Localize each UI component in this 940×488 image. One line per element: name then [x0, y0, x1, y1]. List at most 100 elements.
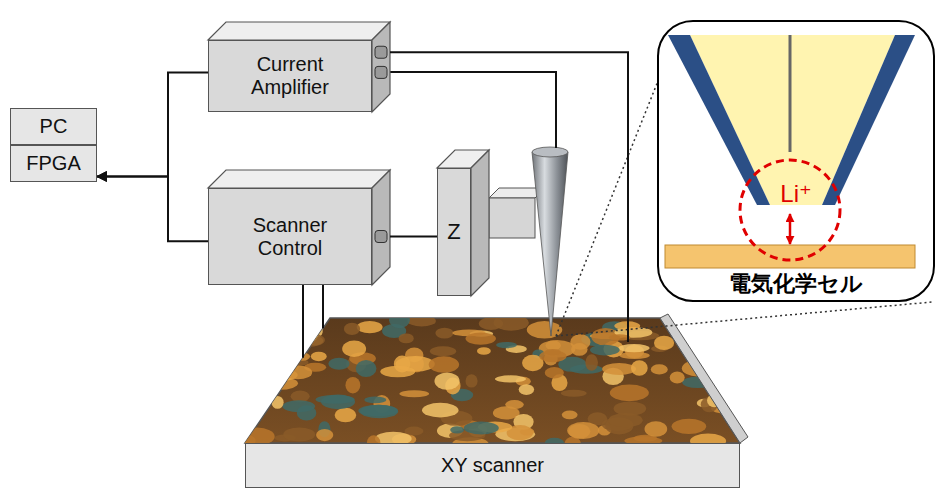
surface-grain [713, 350, 737, 358]
surface-grain [345, 377, 360, 393]
surface-grain [335, 408, 357, 422]
signal-wire [302, 285, 304, 358]
surface-grain [237, 405, 256, 412]
surface-grain [496, 342, 517, 348]
controller-box: Scanner Control [208, 188, 372, 285]
surface-grain [266, 326, 283, 336]
surface-grain [399, 390, 429, 397]
surface-grain [430, 346, 456, 356]
xy-scanner-box: XY scanner [245, 443, 740, 488]
surface-grain [567, 422, 599, 439]
surface-grain [651, 364, 668, 374]
surface-grain [614, 401, 647, 415]
inset-cell: Li⁺ 電気化学セル [657, 20, 935, 302]
surface-grain [610, 384, 649, 401]
surface-grain [422, 403, 458, 418]
box-label: PC [40, 115, 68, 138]
surface-grain [246, 380, 269, 388]
signal-wire [322, 285, 324, 328]
surface-grain [274, 335, 303, 345]
box-label: Scanner Control [225, 214, 355, 260]
box-label: Current Amplifier [225, 53, 355, 99]
surface-grain [228, 348, 253, 363]
device-box: FPGA [10, 145, 97, 182]
surface-grain [316, 429, 333, 441]
surface-grain [545, 367, 564, 378]
surface-grain [602, 363, 636, 375]
cell-label: 電気化学セル [659, 271, 933, 296]
surface-grain [435, 328, 453, 339]
signal-wire [390, 52, 628, 342]
surface-grain [505, 400, 524, 409]
surface-grain [311, 352, 327, 362]
surface-grain [271, 396, 283, 409]
surface-grain [434, 372, 459, 389]
box-side-face [372, 170, 390, 285]
distance-arrow [789, 214, 792, 244]
box-top-face [208, 22, 390, 40]
surface-grain [429, 356, 459, 372]
box-side-face [471, 150, 489, 296]
surface-grain [241, 375, 269, 389]
surface-grain [672, 419, 707, 434]
surface-grain [342, 340, 366, 357]
box-label: Z [447, 219, 460, 244]
tip-wire [390, 72, 556, 148]
surface-grain [464, 422, 499, 435]
surface-grain [466, 374, 478, 387]
surface-grain [466, 332, 496, 344]
surface-grain [282, 329, 318, 345]
surface-grain [358, 405, 398, 417]
surface-grain [344, 323, 360, 335]
surface-grain [328, 358, 349, 370]
connector-port [375, 66, 387, 78]
surface-grain [240, 391, 269, 399]
surface-grain [290, 333, 325, 347]
surface-grain [631, 360, 648, 376]
electrode-wire [789, 35, 792, 152]
surface-grain [724, 330, 738, 346]
surface-grain [477, 347, 491, 354]
surface-grain [546, 341, 561, 351]
surface-grain [519, 384, 534, 395]
zoom-line [556, 66, 664, 336]
surface-texture [226, 312, 748, 451]
inset-ground [657, 20, 935, 302]
surface-grain [561, 390, 587, 397]
scanner-side [660, 314, 748, 443]
connector-port [375, 46, 387, 58]
surface-grain [495, 375, 526, 382]
surface-grain [618, 344, 649, 352]
surface-grain [357, 321, 383, 333]
probe-tip-top [532, 147, 568, 157]
surface-grain [295, 316, 316, 328]
ion-label: Li⁺ [659, 180, 933, 208]
surface-grain [705, 353, 734, 361]
surface-grain [282, 400, 315, 412]
surface-grain [407, 315, 435, 326]
surface-grain [252, 324, 276, 338]
surface-grain [450, 426, 464, 433]
surface-grain [226, 337, 255, 344]
surface-grain [284, 366, 312, 380]
surface-grain [570, 334, 590, 350]
sample-surface [245, 318, 740, 443]
surface-grain [246, 333, 284, 351]
surface-grain [256, 376, 276, 388]
surface-grain [254, 384, 279, 392]
surface-grain [733, 378, 745, 390]
surface-grain [703, 353, 736, 360]
surface-grain [283, 427, 315, 441]
box-label: FPGA [26, 152, 80, 175]
probe-tip [532, 152, 568, 336]
focus-circle [740, 160, 840, 260]
electrode-substrate [665, 245, 915, 268]
surface-grain [562, 411, 578, 420]
pipette-wall [668, 35, 770, 205]
amplifier-box: Current Amplifier [208, 40, 372, 112]
surface-grain [645, 421, 668, 436]
box-label: XY scanner [441, 454, 544, 477]
zoom-line [556, 302, 932, 336]
z-arm [489, 198, 535, 238]
